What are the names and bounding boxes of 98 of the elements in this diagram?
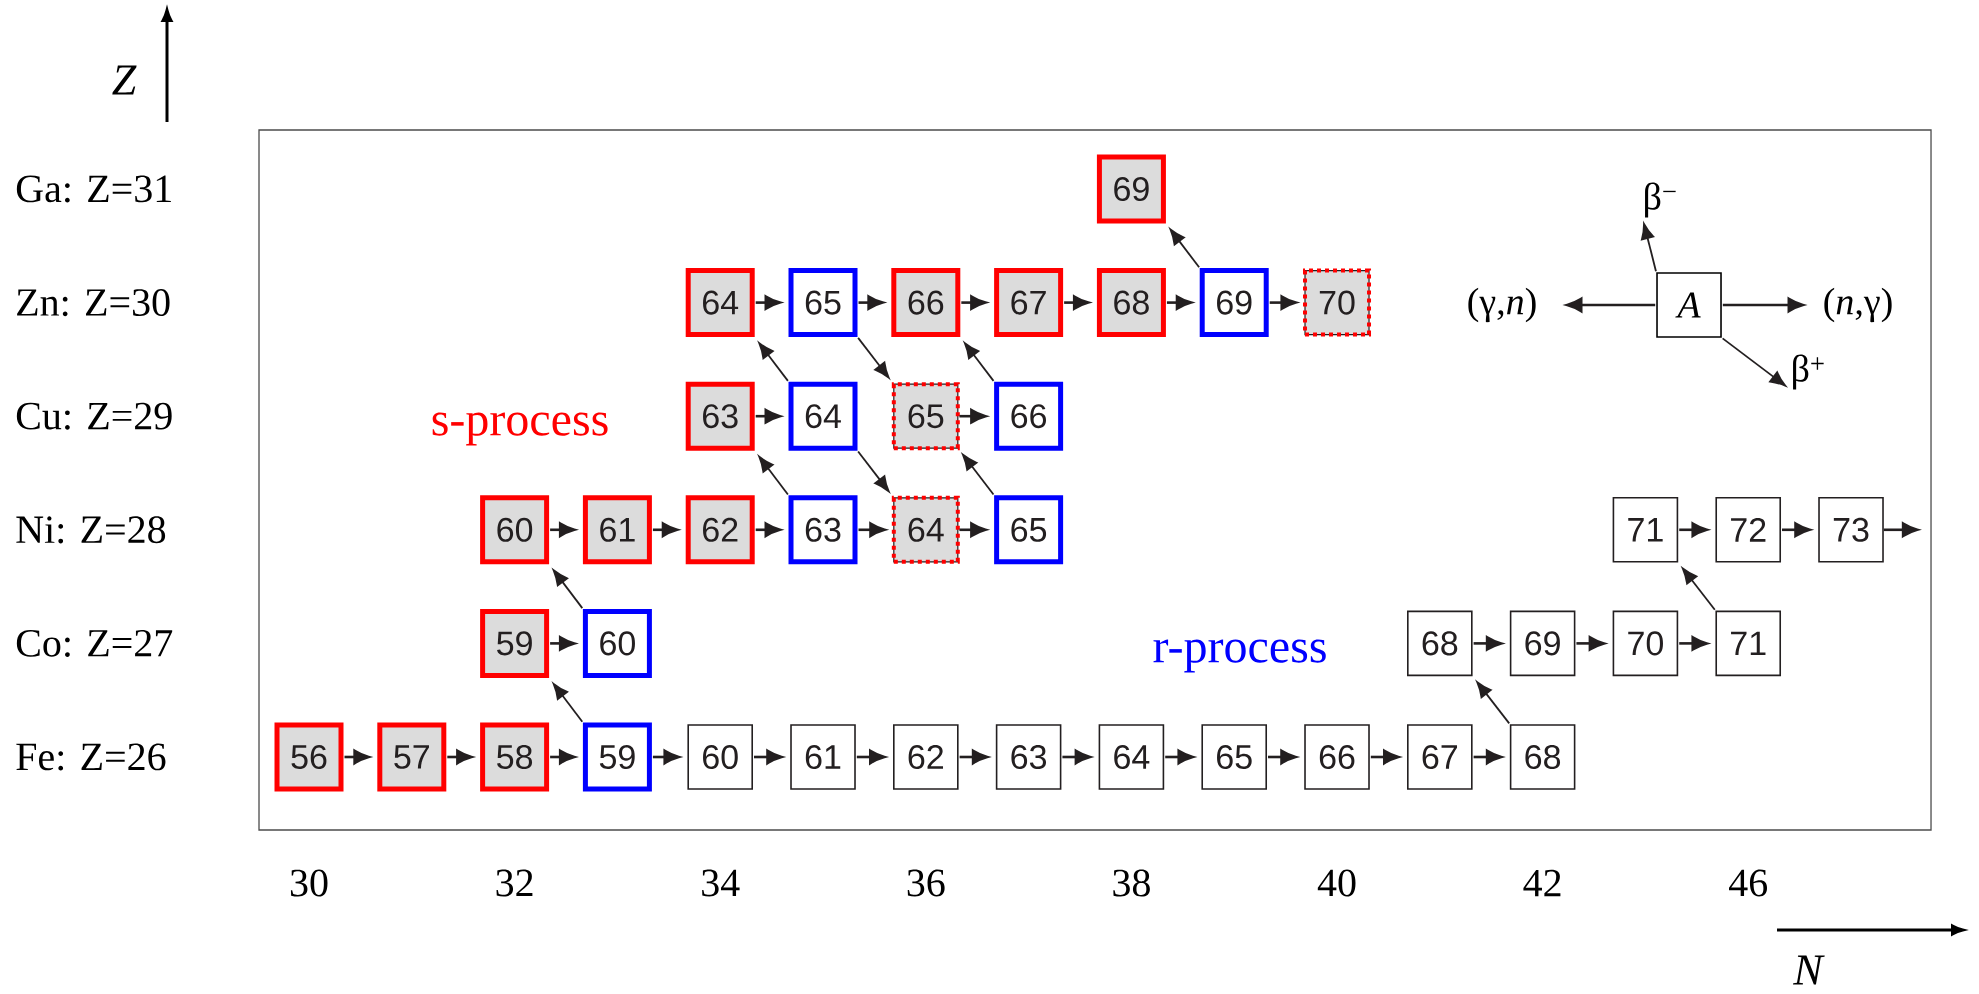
tick-label: 42: [1523, 869, 1561, 897]
nuclide-box: 58: [480, 722, 550, 792]
nuclide-box: 63: [788, 495, 858, 565]
nuclide-box: 65: [1201, 724, 1267, 790]
arrow: [552, 569, 584, 609]
arrow: [550, 749, 576, 765]
arrow: [858, 522, 886, 538]
arrow: [962, 453, 995, 496]
element-label: Cu: Z=29: [16, 402, 172, 430]
nuclide-box: 71: [1612, 497, 1679, 563]
nuclide-box: A: [1656, 272, 1722, 338]
nuclide-box: 64: [1098, 724, 1165, 790]
arrow: [1721, 337, 1787, 387]
process-label: s-process: [432, 412, 608, 446]
element-label: Co: Z=27: [16, 629, 173, 657]
element-label: Ni: Z=28: [16, 516, 166, 544]
element-label: Zn: Z=30: [17, 289, 170, 317]
reaction-label: β$^{+}$: [1793, 354, 1824, 390]
nuclide-box: 68: [1509, 724, 1576, 790]
arrow: [1473, 749, 1503, 765]
nuclide-box: 64: [685, 268, 755, 338]
tick-label: 34: [702, 869, 740, 897]
nuclide-box: 68: [1407, 610, 1473, 677]
arrow: [652, 522, 679, 538]
arrow: [1681, 567, 1716, 611]
tick-label: 38: [1113, 869, 1150, 897]
nuclide-box: 60: [687, 724, 753, 790]
arrow: [758, 455, 789, 496]
reaction-label: (n,γ): [1824, 287, 1892, 323]
tick-label: 32: [496, 869, 533, 897]
arrow: [1722, 297, 1805, 313]
nuclide-box: 63: [995, 724, 1062, 790]
nuclide-box: 63: [685, 381, 755, 451]
nuclide-box: 56: [274, 722, 344, 792]
arrow: [1169, 228, 1200, 269]
nuclide-box: 66: [891, 268, 961, 338]
element-label: Fe: Z=26: [16, 743, 166, 771]
nuclide-box: 70: [1612, 610, 1679, 677]
process-label: r-process: [1153, 639, 1326, 673]
nuclide-box: 66: [1304, 724, 1370, 790]
nuclide-box: 57: [377, 722, 447, 792]
nuclide-box: 60: [480, 495, 550, 565]
arrow: [550, 522, 576, 538]
nuclide-box: 61: [790, 724, 856, 790]
nuclide-box: 60: [582, 608, 652, 678]
arrow: [758, 342, 789, 382]
tick-label: 46: [1729, 869, 1767, 897]
nuclide-box: 66: [994, 381, 1064, 451]
arrow: [754, 749, 783, 765]
arrow: [447, 749, 473, 765]
nuclide-box: 68: [1096, 268, 1166, 338]
arrow: [755, 295, 782, 310]
arrow: [552, 683, 584, 723]
arrow: [959, 749, 989, 765]
axis-label: Z: [112, 65, 137, 95]
nuclide-box: 71: [1715, 610, 1781, 677]
nuclide-box: 69: [1199, 268, 1269, 338]
nuclide-box: 69: [1096, 154, 1166, 224]
reaction-label: (γ,n): [1468, 287, 1536, 323]
nuclide-box: 62: [893, 724, 959, 790]
nuclide-box: 69: [1509, 610, 1576, 677]
nuclide-box: 65: [994, 495, 1064, 565]
nuclide-box: 73: [1818, 497, 1884, 563]
tick-label: 40: [1317, 869, 1356, 897]
arrow: [959, 408, 987, 424]
arrow: [1166, 295, 1193, 310]
arrow: [1576, 636, 1606, 651]
reaction-label: β$^{−}$: [1645, 182, 1676, 218]
arrow: [1268, 749, 1297, 765]
nuclide-box: 72: [1715, 497, 1781, 563]
arrow: [856, 749, 886, 765]
nuclide-box: 59: [582, 722, 652, 792]
arrow: [857, 450, 890, 493]
tick-label: 30: [290, 869, 328, 897]
arrow: [1640, 223, 1657, 273]
arrow: [1062, 749, 1092, 765]
nuclide-box: 65: [788, 268, 858, 338]
arrow: [963, 342, 995, 382]
arrow: [755, 408, 782, 424]
axis-label: N: [1793, 955, 1825, 985]
arrow: [755, 522, 782, 538]
arrow: [1883, 522, 1919, 538]
nuclide-box: 67: [1407, 724, 1473, 790]
arrow: [959, 522, 987, 538]
arrow: [1370, 749, 1400, 765]
nuclide-box: 65: [891, 382, 960, 451]
element-label: Ga: Z=31: [16, 175, 171, 203]
nuclide-box: 64: [891, 495, 960, 564]
nuclide-box: 59: [480, 608, 550, 678]
arrow: [1476, 681, 1511, 725]
nuclide-box: 61: [582, 495, 652, 565]
arrow: [857, 337, 890, 379]
nuclide-box: 62: [685, 495, 755, 565]
arrow: [344, 749, 370, 765]
nuclide-box: 67: [994, 268, 1064, 338]
nuclide-box: 64: [788, 381, 858, 451]
tick-label: 36: [907, 869, 945, 897]
nuclide-box: 70: [1303, 268, 1371, 337]
